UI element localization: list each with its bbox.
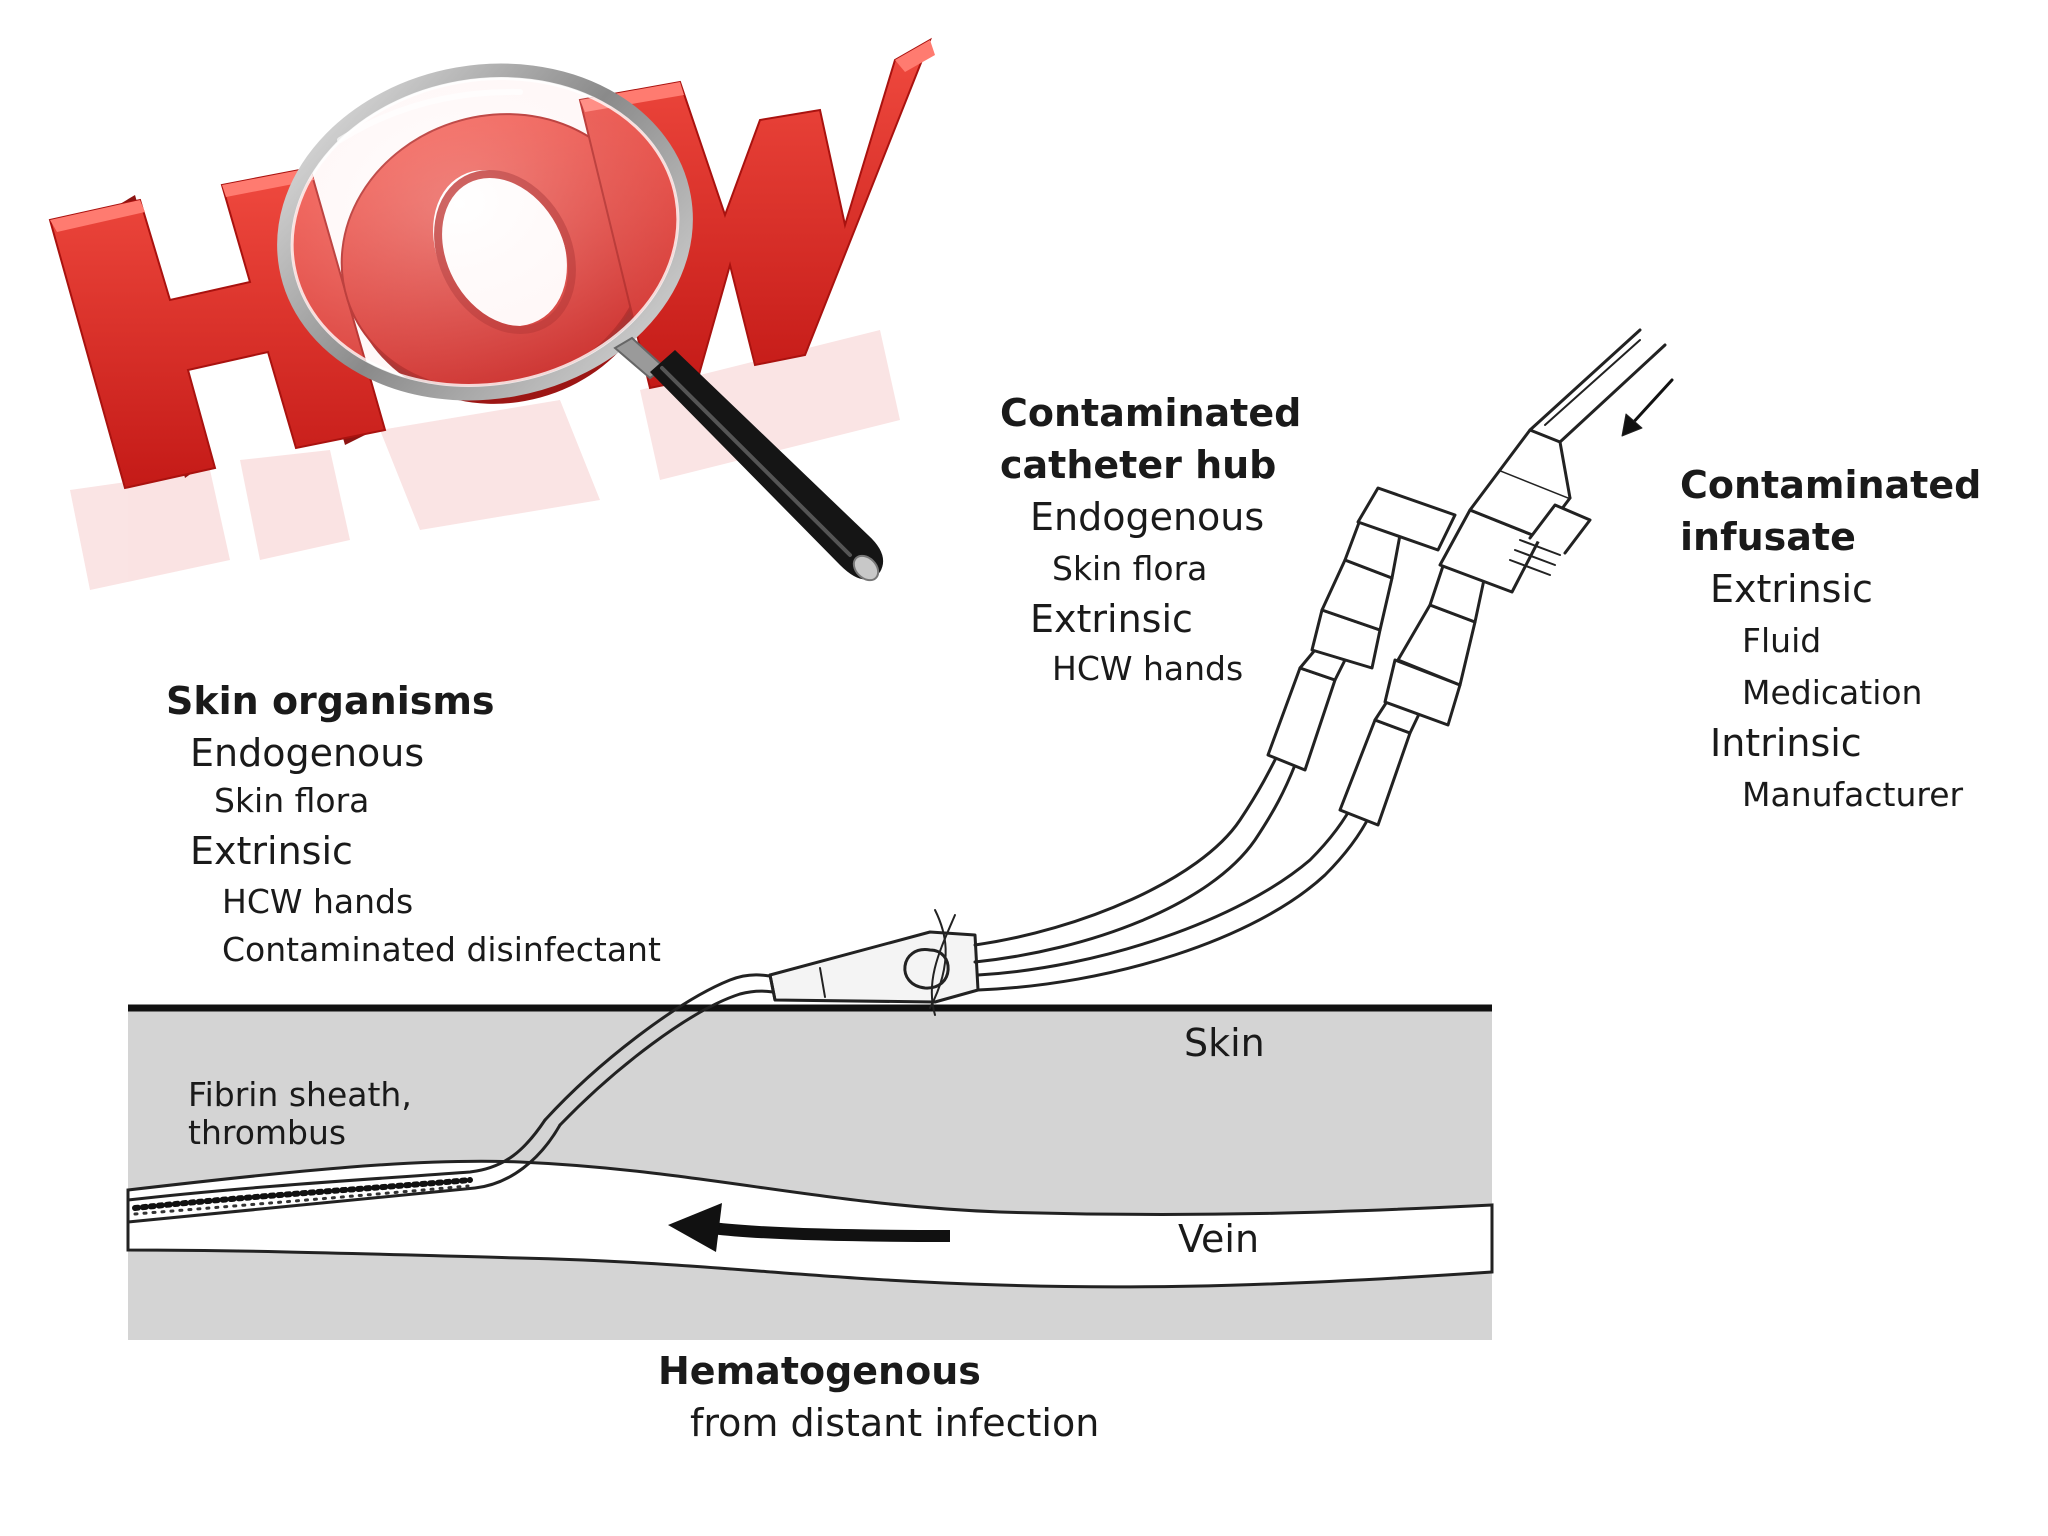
catheter-hub-hcw-hands: HCW hands <box>1052 649 1244 688</box>
vein-label: Vein <box>1178 1217 1260 1261</box>
infusate-medication: Medication <box>1742 673 1923 712</box>
skin-organisms-contaminated-disinfectant: Contaminated disinfectant <box>222 930 661 969</box>
tissue-cross-section <box>126 1004 1494 1340</box>
infusate-extrinsic: Extrinsic <box>1710 567 1873 611</box>
infusate-title-line1: Contaminated <box>1680 463 1982 507</box>
infusate-intrinsic: Intrinsic <box>1710 721 1862 765</box>
blood-flow-arrow-icon <box>711 1222 951 1242</box>
hematogenous-subtitle: from distant infection <box>690 1401 1100 1445</box>
infusion-connector <box>1338 328 1674 827</box>
magnifying-glass-icon <box>277 63 884 582</box>
catheter-hub-connector <box>1266 486 1457 772</box>
catheter-hub-endogenous: Endogenous <box>1030 495 1265 539</box>
skin-organisms-endogenous: Endogenous <box>190 731 425 775</box>
how-logo-icon <box>48 37 935 590</box>
thrombus-label: thrombus <box>188 1113 347 1152</box>
infusate-title-line2: infusate <box>1680 515 1856 559</box>
catheter-hub-skin-flora: Skin flora <box>1052 549 1208 588</box>
infusate-manufacturer: Manufacturer <box>1742 775 1964 814</box>
catheter-hub-title-line1: Contaminated <box>1000 391 1302 435</box>
skin-organisms-hcw-hands: HCW hands <box>222 882 414 921</box>
fibrin-sheath-label: Fibrin sheath, <box>188 1075 412 1114</box>
skin-organisms-skin-flora: Skin flora <box>214 781 370 820</box>
infusate-fluid: Fluid <box>1742 621 1822 660</box>
skin-organisms-extrinsic: Extrinsic <box>190 829 353 873</box>
catheter-hub-title-line2: catheter hub <box>1000 443 1277 487</box>
catheter-device <box>126 328 1674 1224</box>
skin-label: Skin <box>1184 1021 1265 1065</box>
skin-organisms-title: Skin organisms <box>166 679 495 723</box>
logo-reflection <box>70 330 900 590</box>
vein-lumen <box>126 1159 1494 1289</box>
hematogenous-title: Hematogenous <box>658 1349 981 1393</box>
catheter-hub-extrinsic: Extrinsic <box>1030 597 1193 641</box>
